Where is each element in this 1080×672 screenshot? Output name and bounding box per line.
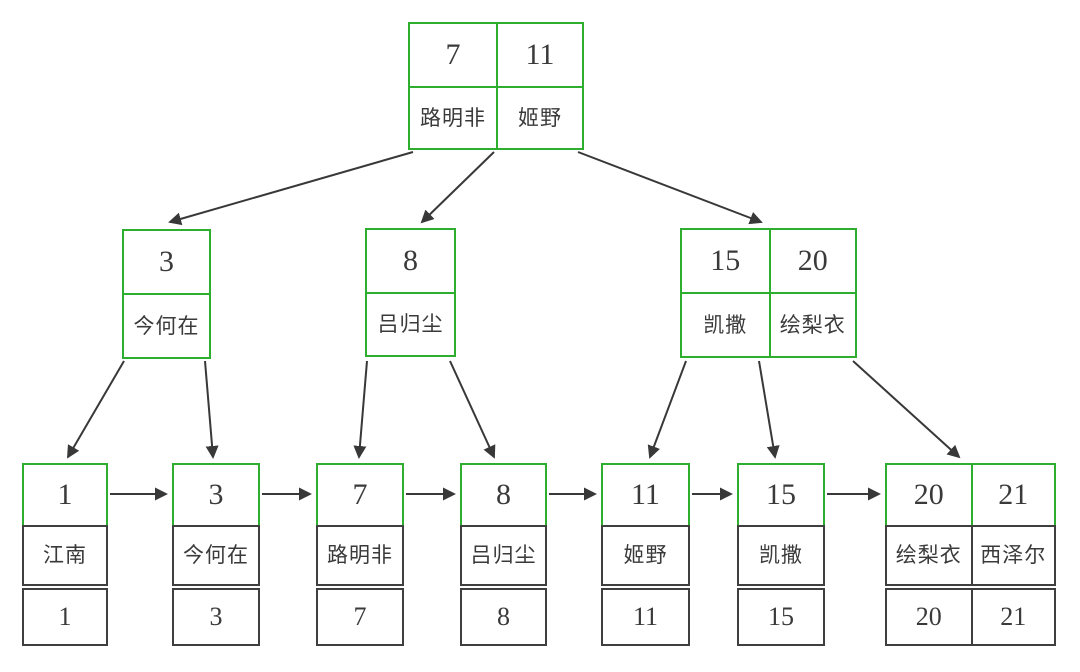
- name-cell: 江南: [43, 543, 87, 567]
- internal-node-1: 8 吕归尘: [365, 228, 456, 357]
- name-cell: 西泽尔: [970, 527, 1055, 584]
- edge-internal-2-to-leaf-4: [647, 360, 687, 459]
- root-node: 7 11 路明非 姬野: [408, 22, 584, 150]
- leaf-node-0: 1 江南 1: [22, 463, 108, 646]
- name-cell: 凯撒: [759, 543, 803, 567]
- edge-internal-1-to-leaf-2: [353, 360, 368, 459]
- key-cell: 3: [208, 478, 224, 511]
- name-cell: 姬野: [623, 543, 668, 567]
- edge-internal-0-to-leaf-0: [67, 360, 125, 459]
- name-cell: 绘梨衣: [768, 292, 855, 356]
- leaf-node-6: 20 21 绘梨衣 西泽尔 20 21: [885, 463, 1056, 646]
- leaf-node-5: 15 凯撒 15: [737, 463, 825, 646]
- edge-internal-2-to-leaf-5: [758, 360, 780, 459]
- value-cell: 20: [915, 602, 942, 631]
- key-cell: 8: [367, 230, 454, 292]
- key-cell: 3: [124, 231, 209, 293]
- key-cell: 7: [352, 478, 368, 511]
- internal-node-0: 3 今何在: [122, 229, 211, 359]
- edge-root-to-internal-2: [577, 151, 763, 225]
- value-cell: 1: [58, 602, 72, 631]
- internal-node-2: 15 20 凯撒 绘梨衣: [680, 228, 857, 358]
- key-cell: 15: [766, 478, 796, 511]
- value-cell: 8: [497, 602, 510, 631]
- key-cell: 7: [410, 24, 496, 86]
- edge-internal-1-to-leaf-3: [449, 360, 496, 459]
- edge-internal-2-to-leaf-6: [852, 360, 961, 459]
- value-cell: 15: [768, 602, 794, 631]
- edge-internal-0-to-leaf-1: [204, 360, 219, 459]
- value-cell: 11: [632, 602, 659, 631]
- value-cell: 3: [209, 602, 223, 631]
- name-cell: 路明非: [327, 543, 393, 567]
- value-cell: 7: [353, 602, 367, 631]
- key-cell: 11: [631, 478, 660, 511]
- name-cell: 吕归尘: [367, 292, 454, 355]
- value-cell: 21: [970, 590, 1055, 644]
- edge-root-to-internal-0: [168, 151, 414, 226]
- name-cell: 今何在: [124, 293, 209, 357]
- leaf-node-4: 11 姬野 11: [601, 463, 690, 646]
- key-cell: 8: [496, 478, 511, 511]
- leaf-node-3: 8 吕归尘 8: [460, 463, 547, 646]
- name-cell: 今何在: [183, 543, 249, 567]
- name-cell: 吕归尘: [470, 543, 537, 567]
- name-cell: 绘梨衣: [895, 543, 962, 567]
- key-cell: 21: [970, 465, 1055, 525]
- name-cell: 凯撒: [682, 292, 769, 356]
- key-cell: 20: [913, 478, 944, 511]
- name-cell: 路明非: [410, 86, 496, 148]
- leaf-node-2: 7 路明非 7: [316, 463, 404, 646]
- key-cell: 20: [768, 230, 855, 292]
- key-cell: 1: [57, 478, 73, 511]
- leaf-node-1: 3 今何在 3: [172, 463, 260, 646]
- key-cell: 11: [496, 24, 582, 86]
- name-cell: 姬野: [496, 86, 582, 148]
- key-cell: 15: [682, 230, 769, 292]
- edge-root-to-internal-1: [420, 151, 495, 224]
